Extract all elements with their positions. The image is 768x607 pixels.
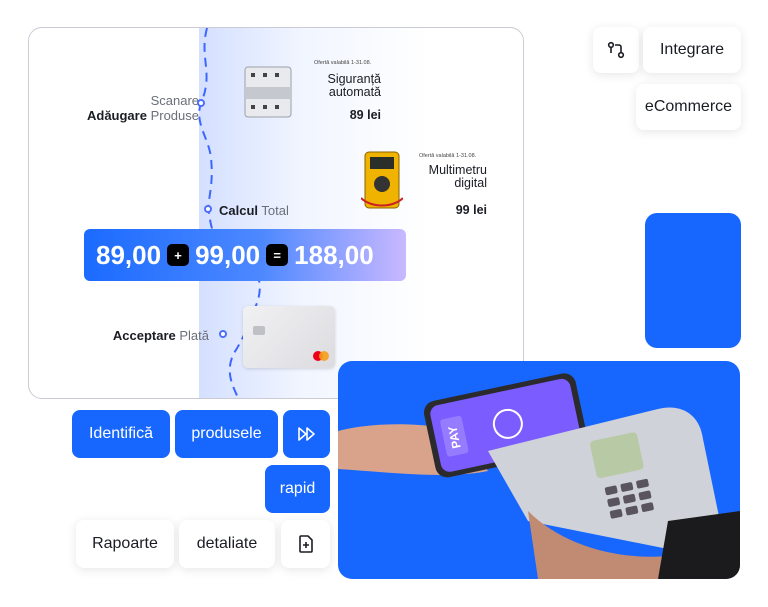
step-scan-title: Scanare <box>150 93 199 108</box>
git-branch-icon[interactable] <box>593 27 639 73</box>
step-pay-rest: Plată <box>179 328 209 343</box>
payment-card-image <box>243 306 335 368</box>
product2-name: Multimetru digital <box>409 164 487 190</box>
step-scan-node <box>197 99 205 107</box>
product1-name-line1: Siguranță <box>327 72 381 86</box>
rapoarte-button[interactable]: Rapoarte <box>76 520 174 568</box>
sum-value-a: 89,00 <box>96 239 162 270</box>
step-pay-node <box>219 330 227 338</box>
integrare-button[interactable]: Integrare <box>643 27 741 73</box>
sum-value-b: 99,00 <box>195 239 261 270</box>
product1-price: 89 lei <box>349 108 381 122</box>
step-pay-strong: Acceptare <box>112 328 176 343</box>
plus-operator: + <box>167 244 190 266</box>
step-pay-label: Acceptare Plată <box>89 328 209 343</box>
pay-label: PAY <box>445 425 463 450</box>
detaliate-button[interactable]: detaliate <box>179 520 275 568</box>
multimeter-image <box>360 150 404 212</box>
step-total-strong: Calcul <box>219 203 259 218</box>
step-scan-strong: Adăugare <box>86 108 147 123</box>
product2-name-line1: Multimetru <box>428 163 487 177</box>
breaker-image <box>243 63 293 121</box>
fast-forward-icon[interactable] <box>283 410 330 458</box>
product1-name: Siguranță automată <box>299 73 381 99</box>
product1-name-line2: automată <box>328 85 381 99</box>
ecommerce-button[interactable]: eCommerce <box>636 84 741 130</box>
rapid-button[interactable]: rapid <box>265 465 330 513</box>
product1-offer: Ofertă valabilă 1-31.08. <box>314 60 372 66</box>
produsele-button[interactable]: produsele <box>175 410 278 458</box>
step-scan-rest: Produse <box>146 108 199 123</box>
identifica-button[interactable]: Identifică <box>72 410 170 458</box>
product2-name-line2: digital <box>454 176 487 190</box>
step-total-node <box>204 205 212 213</box>
blue-accent-block <box>645 213 741 348</box>
step-scan-label: Scanare Adăugare Produse <box>49 93 199 123</box>
equals-operator: = <box>266 244 289 266</box>
product2-offer: Ofertă valabilă 1-31.08. <box>419 153 477 159</box>
checkout-flow-card: Scanare Adăugare Produse Calcul Total Ac… <box>28 27 524 399</box>
payment-terminal-photo: PAY <box>338 361 740 579</box>
total-sum-bar: 89,00 + 99,00 = 188,00 <box>84 229 406 281</box>
step-total-label: Calcul Total <box>219 203 289 218</box>
file-add-icon[interactable] <box>281 520 330 568</box>
product2-price: 99 lei <box>455 203 487 217</box>
step-total-rest: Total <box>258 203 289 218</box>
sum-result: 188,00 <box>294 239 374 270</box>
